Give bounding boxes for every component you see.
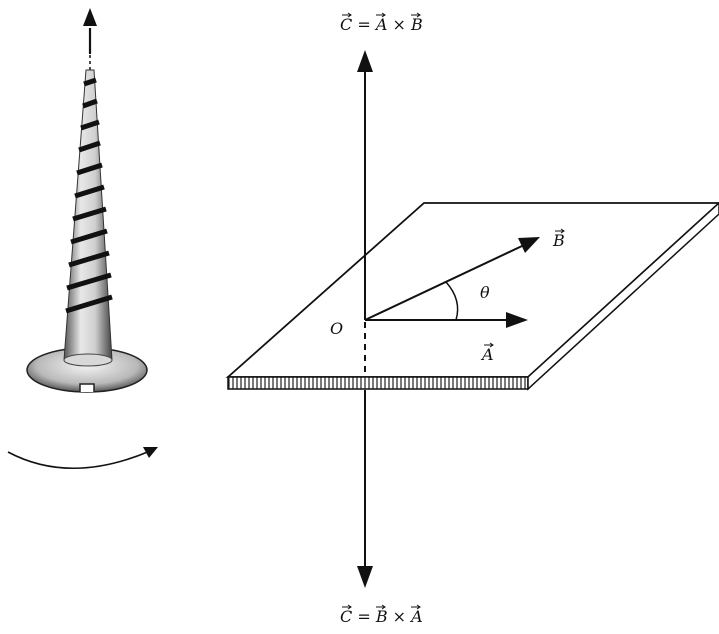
rotation-arc bbox=[7, 450, 151, 469]
origin-label: O bbox=[330, 319, 343, 338]
screw-icon bbox=[7, 8, 158, 469]
rotation-arrowhead bbox=[143, 447, 158, 458]
plane-top-face bbox=[225, 202, 719, 378]
vector-b-arrowhead bbox=[518, 237, 540, 253]
vector-a-label: A bbox=[480, 345, 494, 364]
vector-b bbox=[364, 237, 540, 321]
vector-a-arrowhead bbox=[506, 312, 528, 328]
bottom-formula-text: C = B × A bbox=[340, 607, 423, 626]
screw-threads bbox=[65, 77, 113, 314]
vector-a-label-arrow bbox=[484, 342, 494, 348]
bottom-formula-vector-arrows bbox=[342, 604, 421, 610]
angle-arc bbox=[445, 281, 459, 321]
top-formula: C = A × B bbox=[340, 12, 423, 34]
vector-a bbox=[365, 312, 528, 328]
vector-c-up-arrowhead bbox=[357, 50, 373, 72]
plane-side-edge bbox=[527, 201, 719, 391]
plane bbox=[225, 201, 719, 391]
screw-slot bbox=[79, 383, 95, 392]
angle-label: θ bbox=[480, 283, 490, 302]
vector-b-label: B bbox=[552, 231, 565, 250]
top-formula-text: C = A × B bbox=[340, 15, 423, 34]
vector-c-axis bbox=[357, 50, 373, 588]
vector-b-label-arrow bbox=[555, 228, 565, 234]
top-formula-vector-arrows bbox=[342, 12, 421, 18]
vector-c-down-arrowhead bbox=[357, 566, 373, 588]
screw-axis-arrowhead bbox=[83, 8, 97, 26]
bottom-formula: C = B × A bbox=[340, 604, 423, 626]
vector-b-line bbox=[364, 245, 523, 321]
plane-front-edge bbox=[227, 376, 529, 390]
screw-shaft-base bbox=[63, 353, 113, 367]
